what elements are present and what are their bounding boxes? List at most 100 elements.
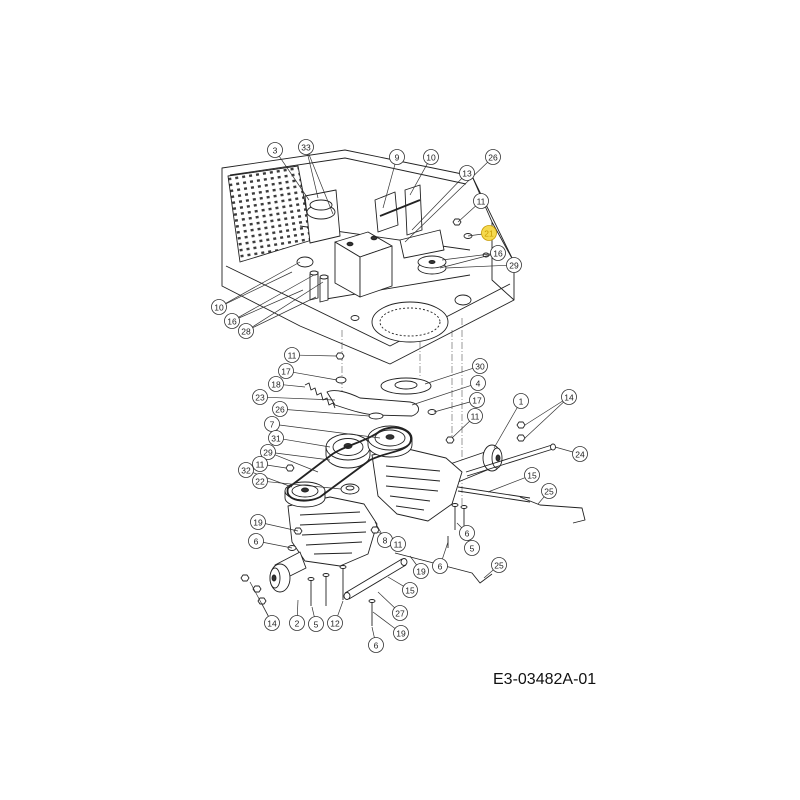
- callout-circle[interactable]: [264, 615, 280, 631]
- callout-circle[interactable]: [327, 615, 343, 631]
- callout-14[interactable]: 14: [561, 389, 577, 405]
- callout-circle[interactable]: [390, 536, 406, 552]
- callout-15[interactable]: 15: [524, 467, 540, 483]
- callout-number[interactable]: 15: [527, 471, 537, 481]
- callout-circle[interactable]: [289, 615, 305, 631]
- callout-circle[interactable]: [250, 514, 266, 530]
- callout-number[interactable]: 14: [267, 619, 277, 629]
- callout-number[interactable]: 29: [509, 261, 519, 271]
- callout-number[interactable]: 8: [383, 536, 388, 546]
- callout-circle[interactable]: [268, 376, 284, 392]
- callout-19[interactable]: 19: [393, 625, 409, 641]
- callout-circle[interactable]: [389, 149, 405, 165]
- callout-circle[interactable]: [278, 363, 294, 379]
- callout-23[interactable]: 23: [252, 389, 268, 405]
- callout-2[interactable]: 2: [289, 615, 305, 631]
- callout-circle[interactable]: [432, 558, 448, 574]
- callout-circle[interactable]: [481, 225, 497, 241]
- callout-circle[interactable]: [252, 456, 268, 472]
- callout-number[interactable]: 11: [256, 460, 265, 470]
- callout-number[interactable]: 16: [227, 317, 237, 327]
- callout-29[interactable]: 29: [506, 257, 522, 273]
- callout-19[interactable]: 19: [413, 563, 429, 579]
- callout-number[interactable]: 33: [301, 143, 311, 153]
- callout-number[interactable]: 19: [396, 629, 406, 639]
- callout-12[interactable]: 12: [327, 615, 343, 631]
- callout-number[interactable]: 25: [494, 561, 504, 571]
- callout-number[interactable]: 23: [255, 393, 265, 403]
- callout-number[interactable]: 19: [253, 518, 263, 528]
- callout-18[interactable]: 18: [268, 376, 284, 392]
- callout-number[interactable]: 30: [475, 362, 485, 372]
- callout-circle[interactable]: [459, 165, 475, 181]
- callout-26[interactable]: 26: [485, 149, 501, 165]
- callout-number[interactable]: 19: [416, 567, 426, 577]
- callout-number[interactable]: 10: [426, 153, 436, 163]
- callout-circle[interactable]: [248, 533, 264, 549]
- callout-circle[interactable]: [224, 313, 240, 329]
- callout-circle[interactable]: [473, 193, 489, 209]
- callout-number[interactable]: 1: [519, 397, 524, 407]
- callout-21[interactable]: 21: [481, 225, 497, 241]
- callout-number[interactable]: 2: [295, 619, 300, 629]
- callout-number[interactable]: 6: [438, 562, 443, 572]
- callout-number[interactable]: 26: [275, 405, 285, 415]
- callout-27[interactable]: 27: [392, 605, 408, 621]
- callout-25[interactable]: 25: [491, 557, 507, 573]
- callout-circle[interactable]: [238, 462, 254, 478]
- callout-number[interactable]: 11: [394, 540, 403, 550]
- callout-circle[interactable]: [402, 582, 418, 598]
- callout-number[interactable]: 6: [254, 537, 259, 547]
- callout-10[interactable]: 10: [423, 149, 439, 165]
- callout-29[interactable]: 29: [260, 444, 276, 460]
- callout-circle[interactable]: [572, 446, 588, 462]
- callout-33[interactable]: 33: [298, 139, 314, 155]
- callout-24[interactable]: 24: [572, 446, 588, 462]
- callout-number[interactable]: 9: [395, 153, 400, 163]
- callout-number[interactable]: 32: [241, 466, 251, 476]
- callout-number[interactable]: 29: [263, 448, 273, 458]
- callout-number[interactable]: 7: [270, 420, 275, 430]
- callout-circle[interactable]: [392, 605, 408, 621]
- callout-number[interactable]: 6: [374, 641, 379, 651]
- callout-number[interactable]: 11: [477, 197, 486, 207]
- callout-circle[interactable]: [472, 358, 488, 374]
- callout-number[interactable]: 26: [488, 153, 498, 163]
- callout-11[interactable]: 11: [473, 193, 489, 209]
- callout-circle[interactable]: [272, 401, 288, 417]
- callout-circle[interactable]: [459, 525, 475, 541]
- callout-number[interactable]: 11: [288, 351, 297, 361]
- callout-1[interactable]: 1: [513, 393, 529, 409]
- callout-11[interactable]: 11: [467, 408, 483, 424]
- callout-number[interactable]: 11: [471, 412, 480, 422]
- callout-number[interactable]: 21: [484, 229, 494, 239]
- callout-5[interactable]: 5: [308, 616, 324, 632]
- callout-circle[interactable]: [561, 389, 577, 405]
- callout-number[interactable]: 6: [465, 529, 470, 539]
- callout-number[interactable]: 27: [395, 609, 405, 619]
- callout-6[interactable]: 6: [248, 533, 264, 549]
- callout-10[interactable]: 10: [211, 299, 227, 315]
- callout-circle[interactable]: [413, 563, 429, 579]
- callout-circle[interactable]: [268, 430, 284, 446]
- callout-circle[interactable]: [267, 142, 283, 158]
- callout-number[interactable]: 22: [255, 477, 265, 487]
- callout-19[interactable]: 19: [250, 514, 266, 530]
- callout-number[interactable]: 14: [564, 393, 574, 403]
- callout-5[interactable]: 5: [464, 540, 480, 556]
- callout-circle[interactable]: [423, 149, 439, 165]
- callout-number[interactable]: 3: [273, 146, 278, 156]
- callout-25[interactable]: 25: [541, 483, 557, 499]
- callout-circle[interactable]: [467, 408, 483, 424]
- callout-circle[interactable]: [470, 375, 486, 391]
- callout-circle[interactable]: [260, 444, 276, 460]
- callout-circle[interactable]: [298, 139, 314, 155]
- callout-circle[interactable]: [490, 245, 506, 261]
- callout-circle[interactable]: [252, 473, 268, 489]
- callout-30[interactable]: 30: [472, 358, 488, 374]
- callout-number[interactable]: 17: [472, 396, 482, 406]
- callout-number[interactable]: 16: [493, 249, 503, 259]
- callout-circle[interactable]: [211, 299, 227, 315]
- callout-6[interactable]: 6: [459, 525, 475, 541]
- callout-17[interactable]: 17: [278, 363, 294, 379]
